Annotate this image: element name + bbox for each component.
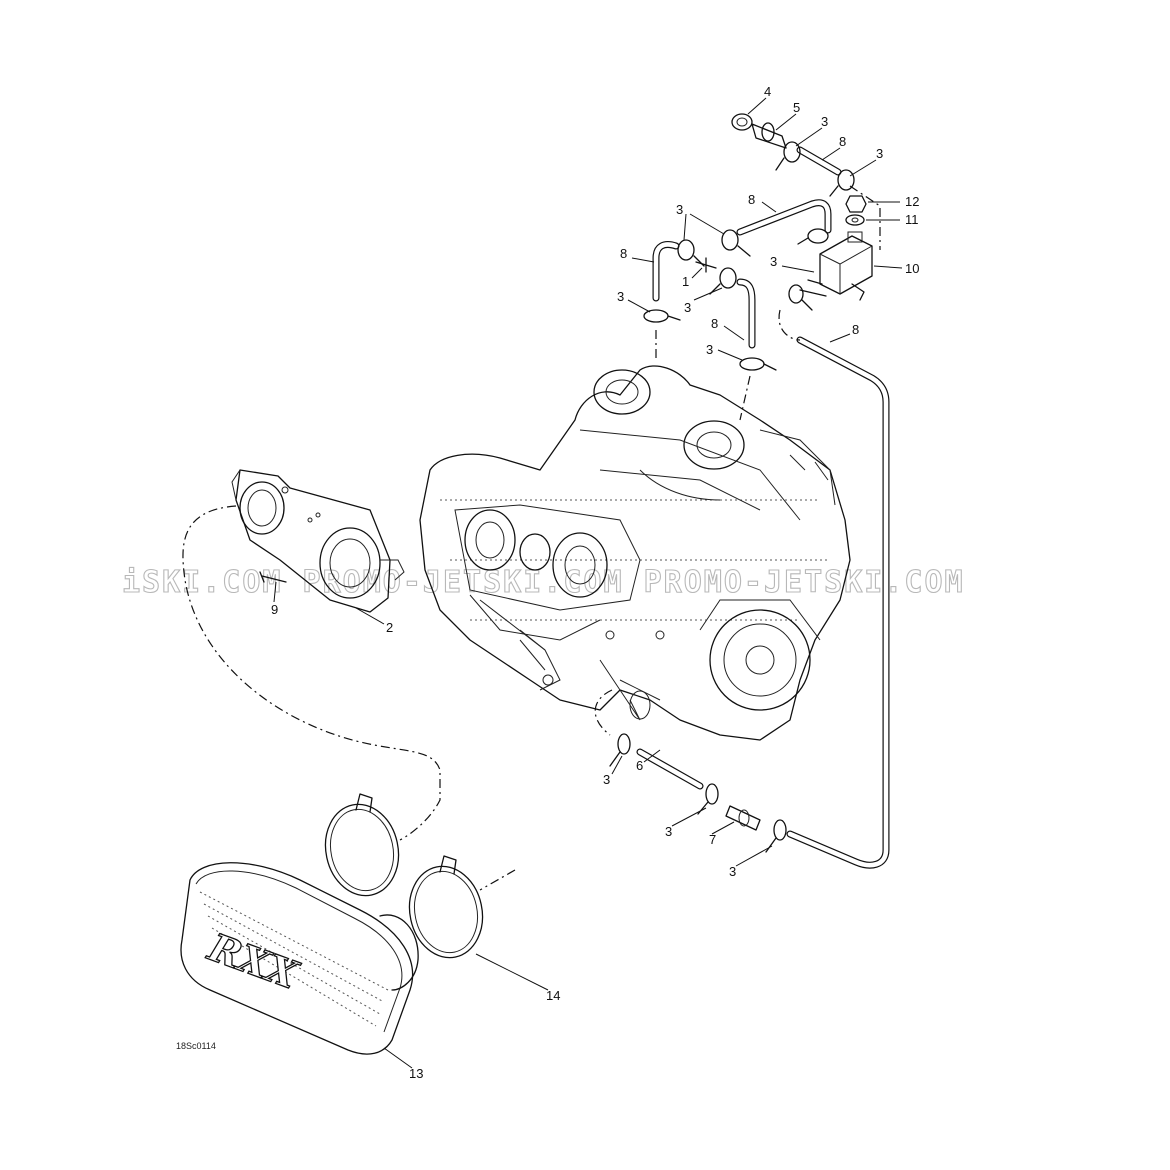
callout-10: 10	[905, 261, 919, 276]
air-filter-clamps	[324, 793, 484, 959]
callout-8: 8	[620, 246, 627, 261]
callout-5: 5	[793, 100, 800, 115]
callout-3: 3	[665, 824, 672, 839]
watermark-text: iSKI.COM PROMO-JETSKI.COM PROMO-JETSKI.C…	[122, 565, 965, 600]
callout-12: 12	[905, 194, 919, 209]
callout-8: 8	[852, 322, 859, 337]
callout-8: 8	[711, 316, 718, 331]
intake-adaptor-plate	[231, 469, 405, 613]
solenoid-valve	[799, 231, 873, 301]
figure-code: 18Sc0114	[176, 1041, 216, 1051]
callout-3: 3	[706, 342, 713, 357]
callout-labels: 4 5 3 8 3 12 11 8 3 8 1 3 3 10 3 8 8 3 9…	[271, 84, 919, 1081]
callout-3: 3	[617, 289, 624, 304]
callout-7: 7	[709, 832, 716, 847]
screw-9	[259, 571, 287, 583]
callout-3: 3	[876, 146, 883, 161]
callout-2: 2	[386, 620, 393, 635]
callout-11: 11	[905, 212, 919, 227]
hose-clamps	[609, 141, 855, 853]
callout-3: 3	[729, 864, 736, 879]
callout-9: 9	[271, 602, 278, 617]
callout-8: 8	[748, 192, 755, 207]
callout-4: 4	[764, 84, 771, 99]
callout-8: 8	[839, 134, 846, 149]
callout-3: 3	[684, 300, 691, 315]
callout-3: 3	[676, 202, 683, 217]
callout-1: 1	[682, 274, 689, 289]
breather-hoses	[636, 146, 890, 869]
callout-6: 6	[636, 758, 643, 773]
routing-lines	[182, 185, 881, 891]
filter-logo: RXX	[202, 924, 305, 998]
engine-block	[419, 365, 851, 741]
fitting-parts	[695, 113, 867, 831]
air-filter: RXX	[180, 862, 419, 1055]
callout-14: 14	[546, 988, 560, 1003]
callout-3: 3	[770, 254, 777, 269]
callout-3: 3	[603, 772, 610, 787]
leader-lines	[273, 97, 903, 1069]
callout-3: 3	[821, 114, 828, 129]
callout-13: 13	[409, 1066, 423, 1081]
